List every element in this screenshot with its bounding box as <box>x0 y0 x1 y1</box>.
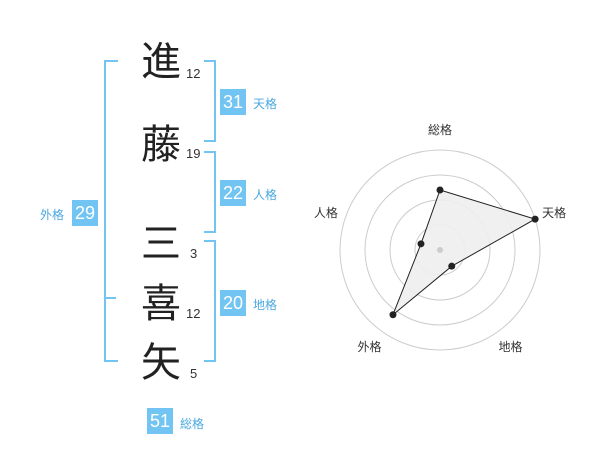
radar-point-2 <box>448 262 456 270</box>
radar-axis-label-4: 人格 <box>314 205 338 220</box>
tenkaku-bracket <box>204 60 216 142</box>
radar-axis-label-0: 総格 <box>428 122 452 137</box>
radar-point-3 <box>389 311 397 319</box>
soukaku-label: 総格 <box>180 417 205 431</box>
radar-center-dot <box>437 247 443 253</box>
radar-axis-label-2: 地格 <box>499 339 523 354</box>
stroke-count-1: 12 <box>186 66 201 81</box>
stroke-count-4: 12 <box>186 306 201 321</box>
name-char-4: 喜 <box>141 281 181 327</box>
radar-point-0 <box>436 186 444 194</box>
name-char-2: 藤 <box>141 122 181 168</box>
gaikaku-value: 29 <box>72 200 98 226</box>
name-char-5: 矢 <box>141 340 181 386</box>
stroke-count-2: 19 <box>186 146 201 161</box>
stroke-count-3: 3 <box>190 246 198 261</box>
stroke-count-5: 5 <box>190 366 198 381</box>
chikaku-bracket <box>204 240 216 362</box>
tenkaku-value: 31 <box>220 89 246 115</box>
jinkaku-bracket <box>204 151 216 233</box>
soukaku-value: 51 <box>147 408 173 434</box>
radar-axis-label-1: 天格 <box>542 205 566 220</box>
chikaku-value: 20 <box>220 290 246 316</box>
gaikaku-bracket-tick <box>104 297 116 299</box>
gaikaku-bracket <box>104 60 118 362</box>
name-char-1: 進 <box>141 39 181 85</box>
radar-polygon <box>392 189 537 316</box>
radar-ring-3 <box>364 174 516 326</box>
jinkaku-value: 22 <box>220 180 246 206</box>
chikaku-label: 地格 <box>253 298 278 312</box>
jinkaku-label: 人格 <box>253 188 278 202</box>
radar-ring-4 <box>339 149 541 351</box>
radar-point-4 <box>417 240 425 248</box>
gaikaku-label: 外格 <box>40 208 65 222</box>
name-char-3: 三 <box>141 221 181 267</box>
tenkaku-label: 天格 <box>253 97 278 111</box>
radar-axis-label-3: 外格 <box>357 339 381 354</box>
radar-point-1 <box>531 215 539 223</box>
